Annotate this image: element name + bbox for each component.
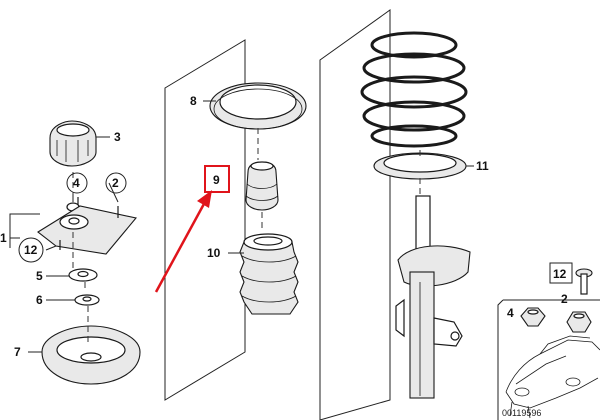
callout-10: 10 — [207, 246, 221, 260]
part-3-cap — [49, 120, 97, 167]
highlight-arrow — [154, 190, 212, 293]
part-1-strut-mount — [37, 197, 138, 255]
callout-9-highlight-box — [204, 165, 230, 193]
inset-callout-12-box — [549, 262, 573, 284]
callout-4-circle — [66, 172, 88, 194]
inset-callout-2: 2 — [561, 292, 568, 306]
callout-labels: 3 4 2 1 12 5 6 7 8 9 10 11 — [0, 94, 489, 359]
callout-3: 3 — [114, 130, 121, 144]
image-code: 00119596 — [502, 408, 541, 418]
callout-12: 12 — [24, 243, 38, 257]
panel-outlines — [164, 9, 600, 420]
callout-8: 8 — [190, 94, 197, 108]
inset-callout-4: 4 — [507, 306, 514, 320]
callout-2: 2 — [112, 176, 119, 190]
part-11-spring-pad — [373, 152, 467, 180]
part-7-lower-seat — [41, 325, 141, 385]
part-9-bump-stop — [245, 161, 279, 211]
part-6-washer — [74, 294, 100, 306]
part-8-spring-pad — [209, 82, 307, 130]
callout-5: 5 — [36, 269, 43, 283]
callout-4: 4 — [73, 176, 80, 190]
inset-car-silhouette — [505, 335, 600, 419]
callout-11: 11 — [476, 159, 489, 173]
callout-12-circle — [18, 237, 44, 263]
callout-9: 9 — [213, 173, 220, 187]
inset-callout-12: 12 — [553, 267, 567, 281]
callout-1: 1 — [0, 231, 7, 245]
callout-7: 7 — [14, 345, 21, 359]
axis-left — [72, 172, 89, 345]
callout-2-circle — [105, 172, 127, 194]
axis-middle — [257, 128, 263, 232]
part-coil-spring — [360, 31, 468, 148]
part-strut-assembly — [395, 195, 471, 399]
inset-hardware: 12 2 4 — [507, 262, 593, 333]
part-10-dust-boot — [239, 233, 299, 315]
callout-6: 6 — [36, 293, 43, 307]
part-5-washer — [68, 268, 98, 282]
